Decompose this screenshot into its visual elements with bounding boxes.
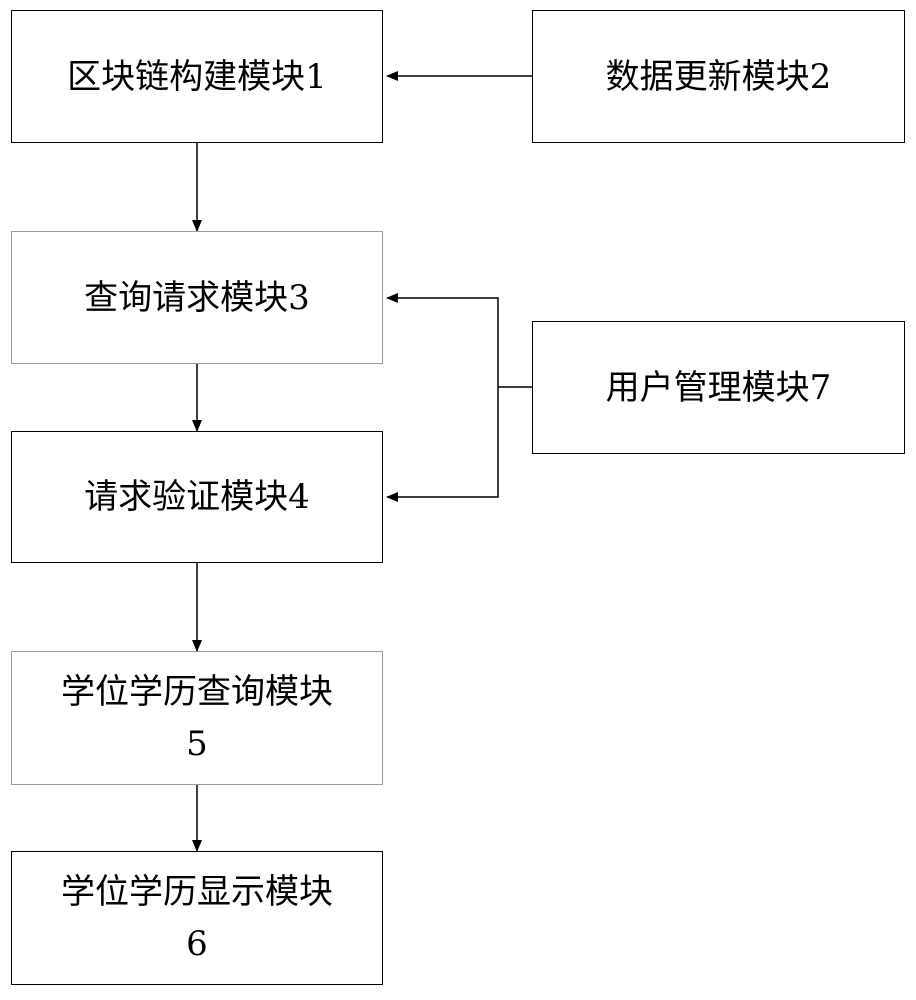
request-verification-module-label: 请求验证模块4 [84, 477, 310, 517]
degree-query-module-label: 学位学历查询模块 [61, 672, 333, 712]
degree-display-module-box: 学位学历显示模块 6 [11, 851, 383, 985]
blockchain-build-module-label: 区块链构建模块1 [67, 56, 327, 97]
user-management-module-box: 用户管理模块7 [532, 321, 905, 454]
connector-m7-to-m3 [386, 293, 532, 388]
query-request-module-label: 查询请求模块3 [84, 277, 310, 318]
degree-display-module-label: 学位学历显示模块 [61, 872, 333, 912]
degree-display-module-number: 6 [186, 924, 208, 964]
connector-m7-to-m4 [386, 387, 499, 502]
query-request-module-box: 查询请求模块3 [11, 231, 383, 364]
degree-query-module-number: 5 [186, 724, 208, 764]
degree-query-module-box: 学位学历查询模块 5 [11, 651, 383, 785]
data-update-module-label: 数据更新模块2 [605, 56, 832, 97]
user-management-module-label: 用户管理模块7 [605, 367, 832, 408]
blockchain-build-module-box: 区块链构建模块1 [11, 10, 383, 143]
data-update-module-box: 数据更新模块2 [532, 10, 905, 143]
request-verification-module-box: 请求验证模块4 [11, 431, 383, 563]
